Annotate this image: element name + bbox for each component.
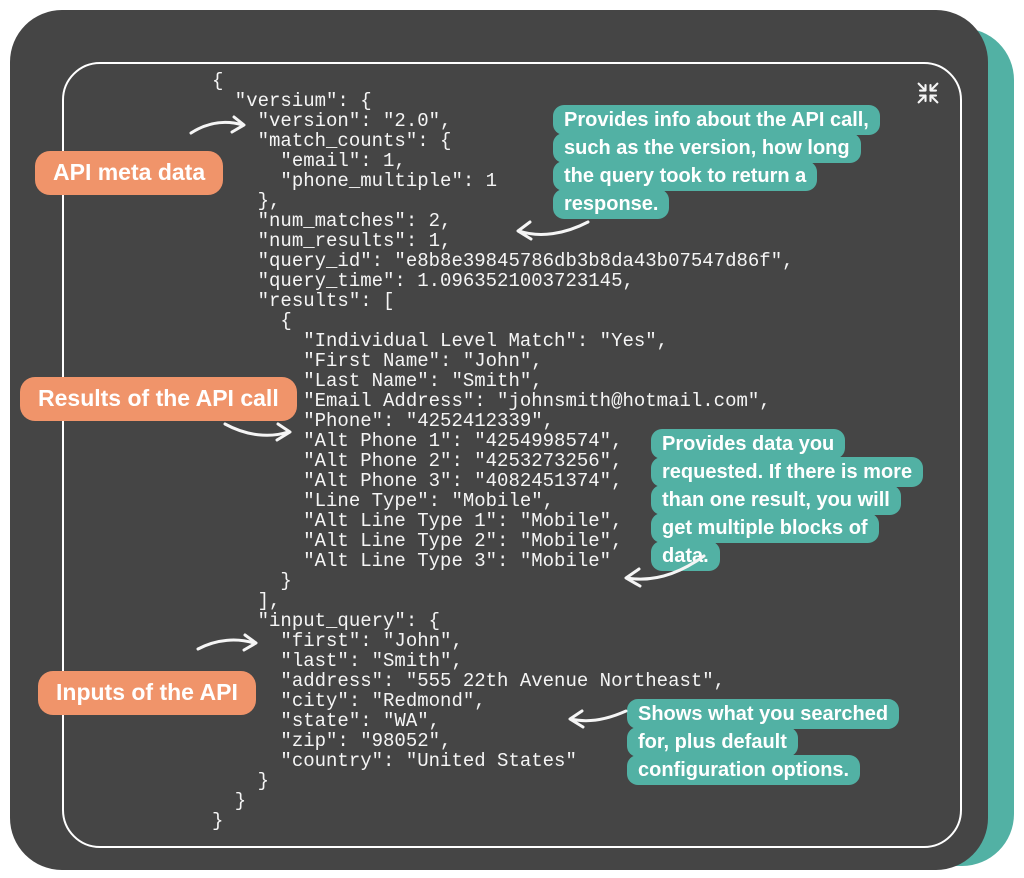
code-line: "Alt Line Type 2": "Mobile", bbox=[212, 530, 623, 552]
callout-results-info: Provides data you requested. If there is… bbox=[651, 429, 1001, 571]
label-results-of-api-call: Results of the API call bbox=[20, 377, 297, 421]
code-frame bbox=[62, 62, 962, 848]
code-line: "Alt Phone 2": "4253273256", bbox=[212, 450, 623, 472]
code-line: } bbox=[212, 770, 270, 792]
code-line: } bbox=[212, 570, 292, 592]
collapse-icon[interactable] bbox=[913, 78, 943, 108]
code-line: "First Name": "John", bbox=[212, 350, 543, 372]
code-line: "version": "2.0", bbox=[212, 110, 452, 132]
code-line: "Line Type": "Mobile", bbox=[212, 490, 555, 512]
code-line: "address": "555 22th Avenue Northeast", bbox=[212, 670, 726, 692]
label-api-meta-data: API meta data bbox=[35, 151, 224, 195]
code-line: { bbox=[212, 310, 292, 332]
code-line: "num_matches": 2, bbox=[212, 210, 452, 232]
code-line: "first": "John", bbox=[212, 630, 463, 652]
code-line: "versium": { bbox=[212, 90, 372, 112]
code-line: "Alt Phone 3": "4082451374", bbox=[212, 470, 623, 492]
callout-text: Provides info about the API call, such a… bbox=[553, 105, 880, 219]
code-line: "Alt Phone 1": "4254998574", bbox=[212, 430, 623, 452]
code-line: "Last Name": "Smith", bbox=[212, 370, 543, 392]
arrow-from-inputs-callout bbox=[564, 704, 630, 734]
json-code: { "versium": { "version": "2.0", "match_… bbox=[212, 71, 794, 831]
arrow-to-input-query bbox=[195, 630, 265, 662]
code-line: } bbox=[212, 810, 224, 832]
label-inputs-of-api: Inputs of the API bbox=[38, 671, 256, 715]
code-line: "match_counts": { bbox=[212, 130, 452, 152]
code-line: "phone_multiple": 1 bbox=[212, 170, 498, 192]
callout-api-meta-info: Provides info about the API call, such a… bbox=[553, 105, 913, 219]
code-line: "state": "WA", bbox=[212, 710, 441, 732]
code-line: { bbox=[212, 70, 224, 92]
code-line: "input_query": { bbox=[212, 610, 441, 632]
code-line: "num_results": 1, bbox=[212, 230, 452, 252]
code-line: "Alt Line Type 1": "Mobile", bbox=[212, 510, 623, 532]
code-line: "country": "United States" bbox=[212, 750, 577, 772]
code-line: "Alt Line Type 3": "Mobile" bbox=[212, 550, 612, 572]
code-line: "query_id": "e8b8e39845786db3b8da43b0754… bbox=[212, 250, 794, 272]
callout-inputs-info: Shows what you searched for, plus defaul… bbox=[627, 699, 947, 785]
code-line: ], bbox=[212, 590, 281, 612]
code-line: "Individual Level Match": "Yes", bbox=[212, 330, 669, 352]
code-line: "Email Address": "johnsmith@hotmail.com"… bbox=[212, 390, 771, 412]
code-line: "Phone": "4252412339", bbox=[212, 410, 555, 432]
code-line: "last": "Smith", bbox=[212, 650, 463, 672]
code-line: }, bbox=[212, 190, 281, 212]
callout-text: Shows what you searched for, plus defaul… bbox=[627, 699, 900, 785]
arrow-from-results-callout bbox=[616, 550, 708, 592]
code-line: "email": 1, bbox=[212, 150, 406, 172]
arrow-to-num-matches bbox=[510, 214, 592, 246]
code-line: } bbox=[212, 790, 247, 812]
code-line: "results": [ bbox=[212, 290, 395, 312]
code-line: "city": "Redmond", bbox=[212, 690, 486, 712]
arrow-to-version-line bbox=[188, 112, 252, 144]
code-line: "query_time": 1.0963521003723145, bbox=[212, 270, 634, 292]
arrow-to-results-block bbox=[222, 416, 300, 448]
code-line: "zip": "98052", bbox=[212, 730, 452, 752]
